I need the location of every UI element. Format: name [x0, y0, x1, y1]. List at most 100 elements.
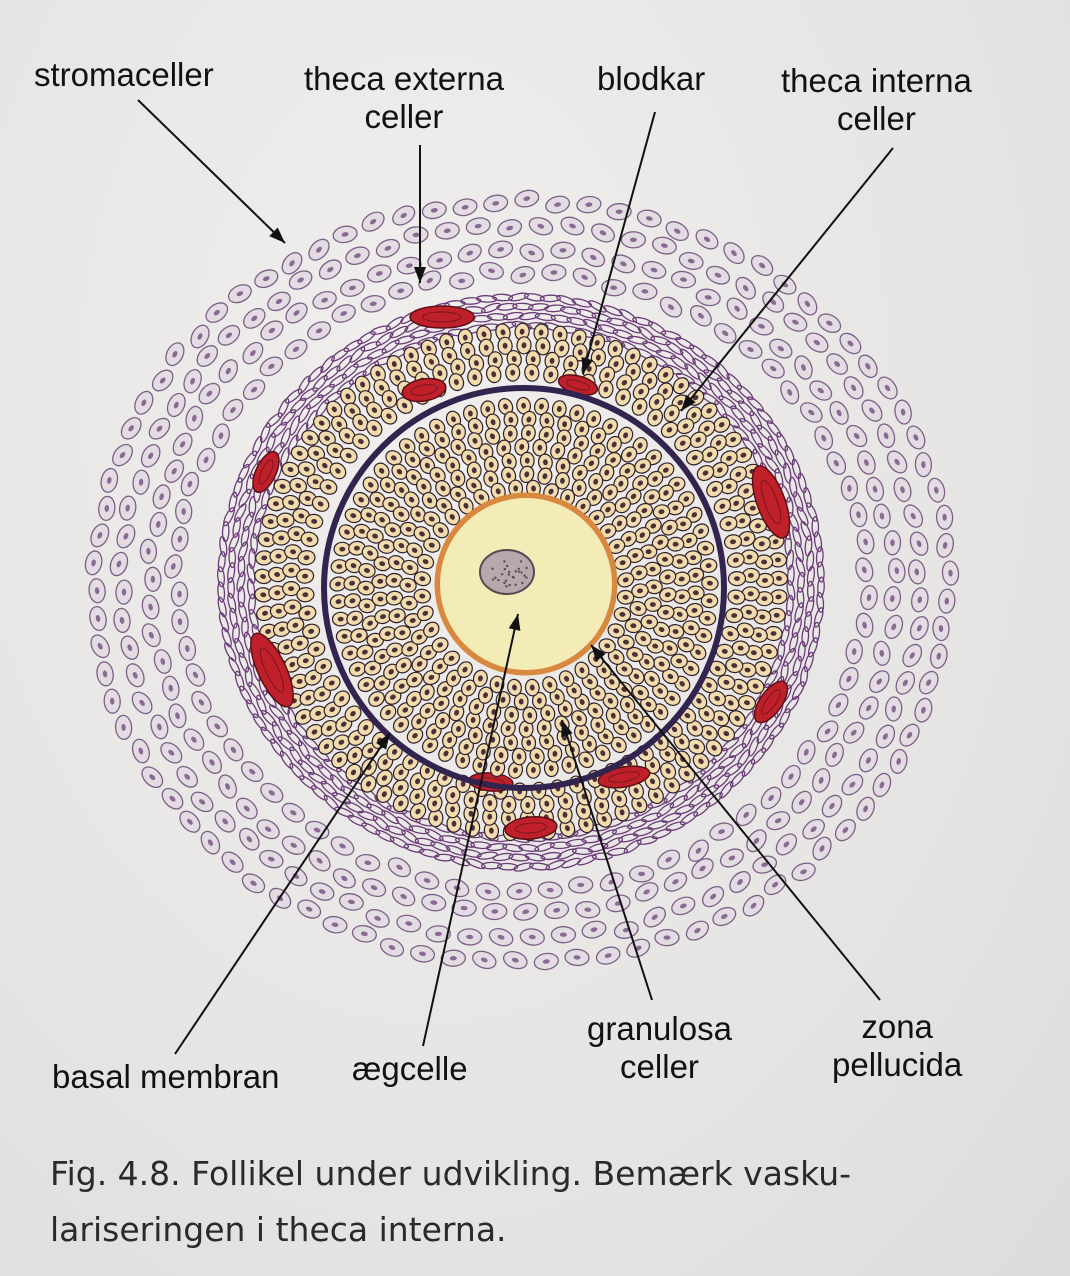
chromatin-dot [491, 578, 495, 581]
label-aegcelle: ægcelle [352, 1050, 468, 1088]
theca-externa-cell [480, 302, 502, 314]
granulosa-cell [670, 554, 689, 569]
stroma-cell [884, 614, 904, 640]
granulosa-cell [484, 427, 501, 445]
stroma-cell [152, 484, 171, 510]
label-stromaceller-line1: stromaceller [34, 56, 214, 93]
stroma-cell [332, 868, 356, 889]
granulosa-cell [522, 706, 538, 725]
theca-externa-cell [706, 765, 725, 781]
stroma-cell [550, 926, 577, 944]
theca-externa-cell [389, 836, 410, 849]
granulosa-cell [331, 611, 350, 627]
theca-externa-cell [237, 555, 246, 578]
theca-interna-cell [307, 445, 326, 462]
theca-externa-cell [449, 855, 471, 867]
theca-externa-cell [693, 801, 711, 817]
granulosa-cell [473, 489, 490, 506]
granulosa-cell [513, 692, 529, 711]
theca-interna-cell [283, 599, 302, 615]
stroma-cell [606, 203, 632, 221]
theca-interna-cell [723, 534, 743, 550]
theca-externa-cell [688, 793, 707, 808]
theca-externa-cell [793, 491, 804, 512]
theca-interna-cell [445, 786, 461, 805]
theca-externa-cell [763, 670, 778, 689]
granulosa-cell [682, 620, 700, 636]
stroma-cell [483, 194, 509, 213]
granulosa-cell [632, 684, 649, 701]
stroma-cell [205, 302, 229, 323]
theca-externa-cell [265, 412, 283, 428]
theca-interna-cell [319, 479, 338, 495]
granulosa-cell [421, 737, 439, 754]
arrow-icon [414, 145, 426, 283]
theca-externa-cell [236, 571, 246, 593]
theca-interna-cell [660, 762, 677, 780]
stroma-cell [339, 278, 365, 297]
stroma-cell [519, 243, 544, 263]
granulosa-cell [362, 476, 379, 493]
stroma-cell [183, 368, 202, 394]
granulosa-cell [489, 675, 505, 694]
theca-externa-cell [612, 329, 634, 340]
theca-interna-cell [663, 776, 681, 794]
theca-interna-cell [624, 347, 641, 366]
stroma-cell [241, 873, 266, 894]
theca-interna-cell [344, 705, 362, 722]
theca-interna-cell [333, 690, 351, 708]
blood-vessel [753, 680, 789, 724]
granulosa-cell [606, 435, 622, 454]
granulosa-cell [455, 751, 471, 769]
stroma-cell [267, 291, 291, 312]
stroma-cell [259, 849, 284, 869]
chromatin-dot [512, 576, 515, 579]
stroma-cell [651, 236, 677, 255]
stroma-cell [572, 267, 597, 287]
theca-externa-cell [785, 594, 794, 617]
theca-externa-cell [807, 637, 819, 658]
theca-externa-cell [804, 651, 814, 673]
theca-interna-cell [297, 461, 316, 477]
granulosa-cell [341, 645, 359, 661]
theca-interna-layer [254, 322, 789, 842]
stroma-cell [927, 477, 946, 503]
theca-externa-cell [632, 316, 653, 327]
granulosa-cell [700, 593, 719, 609]
stroma-cell [120, 417, 142, 440]
stroma-cell [103, 688, 121, 714]
stroma-cell [783, 312, 808, 332]
theca-interna-cell [557, 792, 574, 810]
granulosa-cell [599, 523, 617, 539]
theca-externa-cell [756, 424, 773, 441]
stroma-cell [840, 475, 859, 501]
granulosa-cell [626, 646, 644, 663]
stroma-cell [875, 724, 896, 749]
theca-externa-cell [718, 395, 737, 410]
label-theca-externa: theca externa celler [304, 60, 504, 136]
stroma-cell [656, 849, 681, 870]
granulosa-cell [632, 475, 649, 492]
stroma-cell [750, 255, 774, 276]
stroma-cell [200, 830, 221, 855]
stroma-cell [849, 502, 868, 528]
granulosa-cell [640, 696, 657, 713]
stroma-cell [396, 914, 422, 933]
stroma-cell [865, 476, 885, 502]
theca-interna-cell [314, 658, 333, 675]
theca-externa-cell [618, 833, 639, 843]
stroma-cell [519, 928, 545, 946]
stroma-cell [914, 697, 933, 723]
stroma-cell [131, 691, 153, 715]
stroma-cell [201, 750, 223, 774]
granulosa-cell [461, 449, 477, 466]
stroma-cell [791, 862, 816, 882]
theca-externa-cell [741, 728, 753, 749]
theca-externa-cell [298, 759, 315, 776]
granulosa-cell [507, 678, 522, 697]
theca-externa-cell [265, 432, 276, 453]
theca-externa-cell [260, 726, 276, 744]
stroma-cell [794, 355, 813, 380]
granulosa-cell [598, 638, 616, 654]
stroma-cell [705, 265, 731, 285]
